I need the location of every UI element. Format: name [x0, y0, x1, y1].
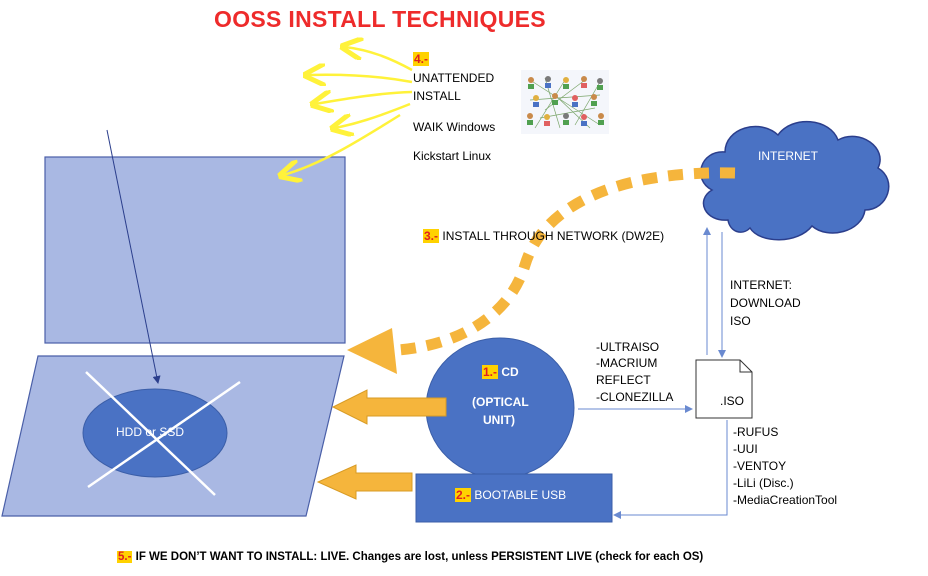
iso-file-shape — [695, 359, 753, 419]
internet-cloud — [700, 121, 890, 241]
network-install-arrowhead — [347, 328, 397, 374]
step4-line2: INSTALL — [413, 89, 461, 103]
usb-to-laptop-arrow — [316, 464, 413, 500]
iso-label: .ISO — [720, 394, 745, 408]
download-line2: DOWNLOAD — [730, 296, 801, 310]
internet-cloud-label: INTERNET — [758, 149, 818, 163]
iso-to-usb-arrow — [613, 420, 728, 519]
download-line3: ISO — [730, 314, 751, 328]
cd-to-laptop-arrow — [331, 389, 447, 425]
step4-badge: 4.- — [413, 52, 430, 66]
step5-badge: 5.- — [117, 551, 133, 563]
laptop-screen — [44, 156, 346, 344]
iso-tool-item: -ULTRAISO — [596, 340, 660, 354]
disk-label: HDD or SSD — [116, 425, 185, 439]
cd-sub2: UNIT) — [483, 413, 515, 427]
usb-tool-item: -LiLi (Disc.) — [733, 476, 794, 490]
step1-badge: 1.- — [482, 365, 499, 379]
iso-tool-item: -CLONEZILLA — [596, 390, 674, 404]
iso-tool-item: -MACRIUM — [596, 356, 658, 370]
network-people-picture — [521, 70, 609, 134]
step1-label: CD — [501, 365, 519, 379]
cd-sub1: (OPTICAL — [472, 395, 529, 409]
step4-number: 4.- — [413, 51, 430, 67]
cross-line-b — [87, 380, 241, 489]
step3-badge: 3.- — [423, 229, 440, 243]
unattended-to-disk-arrow — [106, 129, 161, 384]
step3-label: INSTALL THROUGH NETWORK (DW2E) — [442, 229, 665, 243]
step1-label-row: 1.- CD — [482, 364, 519, 380]
unattended-arrows — [283, 47, 413, 175]
step4-line1: UNATTENDED — [413, 71, 495, 85]
usb-tool-item: -VENTOY — [733, 459, 787, 473]
step3-label-row: 3.- INSTALL THROUGH NETWORK (DW2E) — [423, 228, 664, 244]
step5-text: IF WE DON’T WANT TO INSTALL: LIVE. Chang… — [135, 551, 704, 563]
usb-tool-item: -UUI — [733, 442, 758, 456]
usb-rect — [415, 473, 613, 523]
step2-label: BOOTABLE USB — [474, 488, 567, 502]
disk-ellipse — [82, 388, 228, 478]
step5-row: 5.- IF WE DON’T WANT TO INSTALL: LIVE. C… — [117, 549, 703, 565]
step2-label-row: 2.- BOOTABLE USB — [455, 487, 566, 503]
download-line1: INTERNET: — [730, 278, 793, 292]
waik-windows-label: WAIK Windows — [413, 120, 496, 134]
kickstart-linux-label: Kickstart Linux — [413, 149, 492, 163]
iso-tool-item: REFLECT — [596, 373, 651, 387]
cross-line-a — [85, 371, 216, 496]
step2-badge: 2.- — [455, 488, 472, 502]
network-install-arrow — [397, 167, 736, 356]
usb-tool-item: -RUFUS — [733, 425, 779, 439]
page-title: OOSS INSTALL TECHNIQUES — [214, 6, 546, 32]
usb-tool-item: -MediaCreationTool — [733, 493, 838, 507]
